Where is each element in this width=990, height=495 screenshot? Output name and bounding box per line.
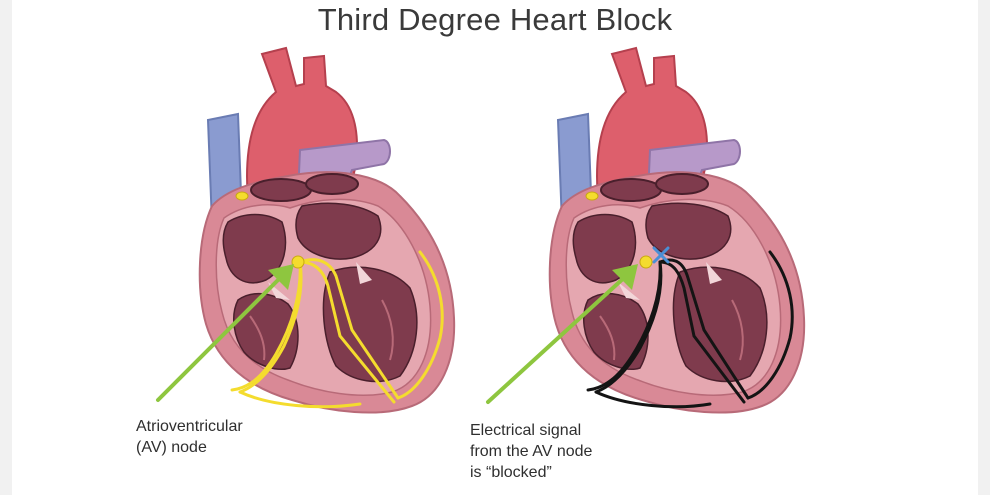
heart-left-illustration [200,48,454,413]
blocked-signal-label: Electrical signal from the AV node is “b… [470,420,592,483]
blocked-signal-label-line-1: Electrical signal [470,420,592,441]
blocked-signal-label-line-3: is “blocked” [470,462,592,483]
av-node-label-line-1: Atrioventricular [136,416,243,437]
av-node-label-line-2: (AV) node [136,437,243,458]
av-node-marker [640,256,652,268]
heart-right-illustration [550,48,804,413]
av-node-label: Atrioventricular (AV) node [136,416,243,458]
av-node-marker [292,256,304,268]
blocked-signal-label-line-2: from the AV node [470,441,592,462]
